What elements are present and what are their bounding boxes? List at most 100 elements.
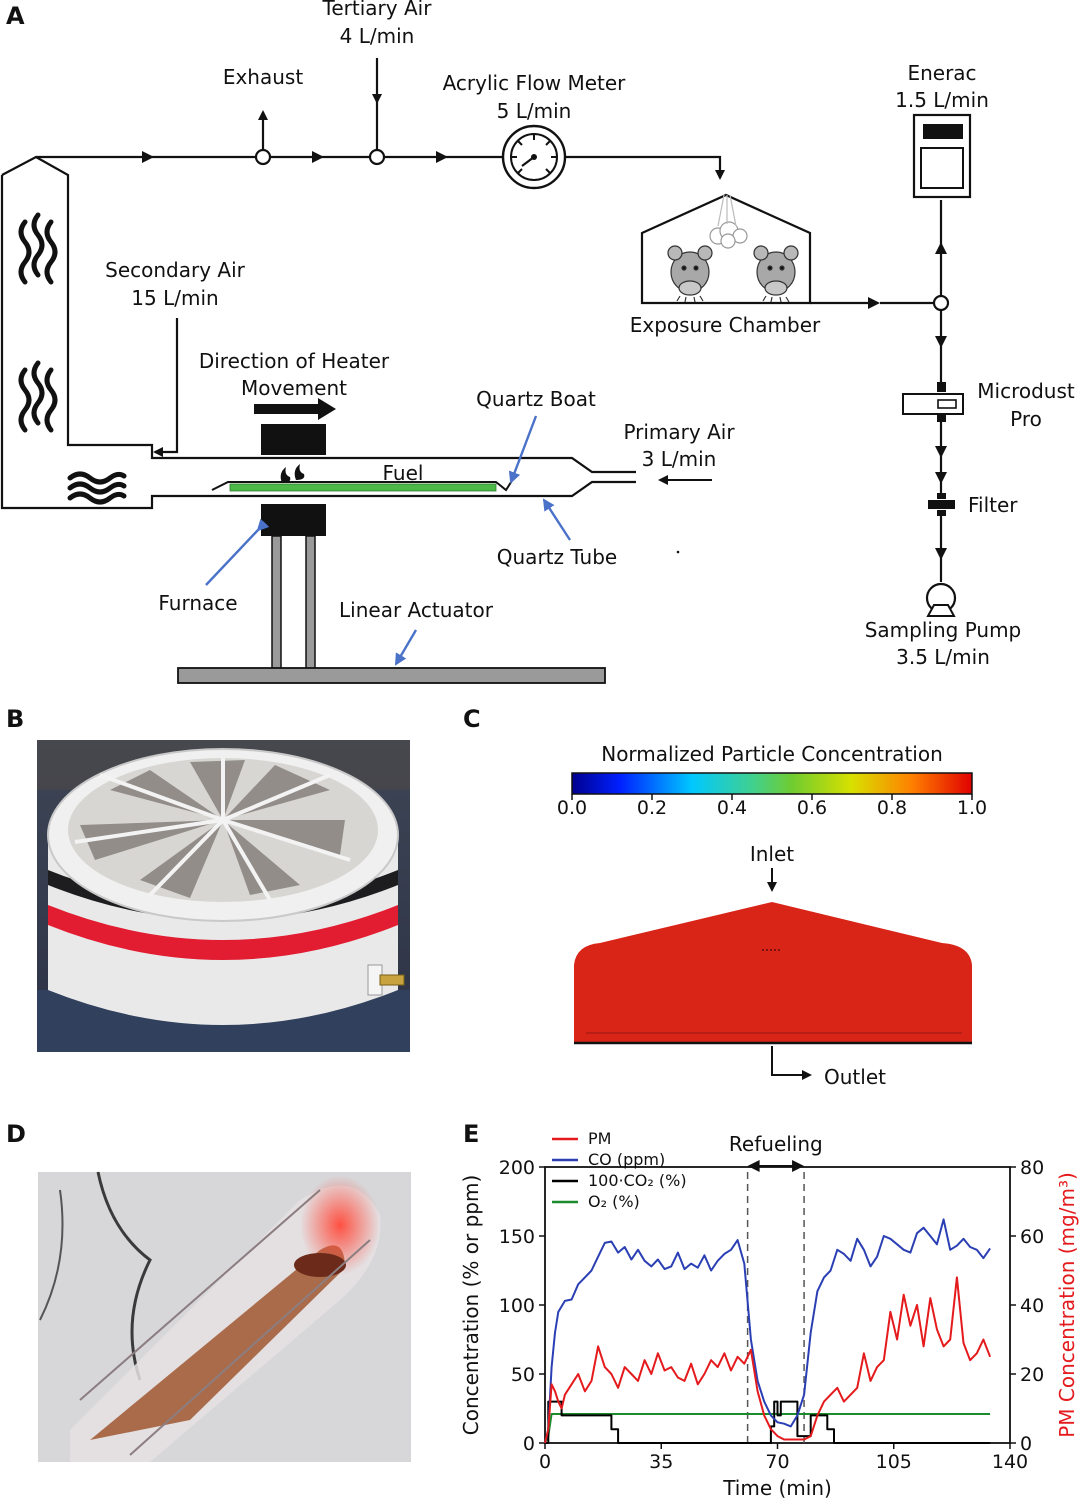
- x-tick-label: 70: [765, 1451, 789, 1473]
- enerac-label: Enerac: [907, 61, 976, 85]
- x-tick-label: 105: [876, 1451, 912, 1473]
- panel-label-d: D: [6, 1120, 26, 1148]
- sampling-pump-icon: [925, 582, 957, 617]
- quartz-boat-pointer: [508, 415, 538, 484]
- filter-icon: [928, 493, 955, 516]
- legend-label: O₂ (%): [588, 1192, 640, 1211]
- refuel-arrowhead-right: [792, 1160, 805, 1172]
- stray-dot: [676, 550, 680, 554]
- series-line-0: [544, 1276, 992, 1444]
- colorbar-tick-label: 0.6: [797, 797, 827, 819]
- sampling-pump-label: Sampling Pump: [865, 618, 1022, 642]
- colorbar-tick-label: 0.2: [637, 797, 667, 819]
- mouse-icon: [667, 245, 713, 303]
- y2-axis-label: PM Concentration (mg/m³): [1055, 1172, 1079, 1438]
- filter-label: Filter: [968, 493, 1018, 517]
- exposure-chamber-photo: [37, 740, 410, 1052]
- tertiary-air-junction: [368, 58, 386, 166]
- actuator-pointer: [394, 629, 418, 666]
- tertiary-air-rate: 4 L/min: [340, 24, 415, 48]
- quartz-tube-label: Quartz Tube: [497, 545, 617, 569]
- exhaust-label: Exhaust: [223, 65, 304, 89]
- panel-label-c: C: [463, 705, 481, 733]
- exposure-chamber-label: Exposure Chamber: [630, 313, 821, 337]
- legend-label: CO (ppm): [588, 1150, 665, 1169]
- y-axis-label: Concentration (% or ppm): [459, 1175, 483, 1436]
- tertiary-air-label: Tertiary Air: [322, 0, 433, 20]
- microdust-label-2: Pro: [1010, 407, 1042, 431]
- quartz-boat: [211, 475, 516, 492]
- heater-direction-label: Direction of Heater: [199, 349, 390, 373]
- fuel-label: Fuel: [383, 461, 424, 485]
- colorbar-ticks: 0.0 0.2 0.4 0.6 0.8 1.0: [557, 794, 987, 819]
- furnace-label: Furnace: [158, 591, 237, 615]
- sampling-junction: [932, 294, 950, 312]
- colorbar-tick-label: 0.0: [557, 797, 587, 819]
- heater-direction-label-2: Movement: [241, 376, 347, 400]
- furnace-top-block: [261, 424, 326, 455]
- mouse-icon: [753, 245, 799, 303]
- y2-tick-label: 20: [1020, 1364, 1044, 1386]
- colorbar-tick-label: 1.0: [957, 797, 987, 819]
- secondary-air-rate: 15 L/min: [131, 286, 218, 310]
- refuel-arrowhead-left: [747, 1160, 760, 1172]
- heater-direction-arrow: [254, 398, 336, 420]
- legend-label: PM: [588, 1129, 611, 1148]
- sampling-pump-rate: 3.5 L/min: [896, 645, 990, 669]
- flow-meter-rate: 5 L/min: [497, 99, 572, 123]
- y2-tick-label: 60: [1020, 1226, 1044, 1248]
- quartz-boat-label: Quartz Boat: [476, 387, 596, 411]
- x-axis-label: Time (min): [722, 1476, 832, 1500]
- linear-actuator-label: Linear Actuator: [339, 598, 494, 622]
- flame-icon: [280, 464, 305, 483]
- flow-arrows: [142, 151, 880, 309]
- y2-tick-label: 40: [1020, 1295, 1044, 1317]
- sampling-arrows: [935, 242, 947, 560]
- x-tick-label: 140: [992, 1451, 1028, 1473]
- primary-air-rate: 3 L/min: [642, 447, 717, 471]
- colorbar-tick-label: 0.4: [717, 797, 747, 819]
- series-line-1: [544, 1218, 991, 1444]
- aerosol-cloud-icon: [709, 221, 748, 249]
- legend-label: 100·CO₂ (%): [588, 1171, 687, 1190]
- linear-actuator: [177, 535, 606, 684]
- panel-label-a: A: [6, 2, 25, 30]
- y-tick-label: 100: [499, 1295, 535, 1317]
- enerac-rate: 1.5 L/min: [895, 88, 989, 112]
- outlet-label: Outlet: [824, 1065, 886, 1089]
- exposure-chamber: [640, 193, 935, 305]
- fuel-tube-photo: [38, 1171, 411, 1462]
- y2-tick-label: 0: [1020, 1433, 1032, 1455]
- flow-meter-gauge-icon: [501, 124, 567, 190]
- colorbar-tick-label: 0.8: [877, 797, 907, 819]
- microdust-pro-icon: [902, 382, 964, 422]
- secondary-air-line: [153, 318, 179, 457]
- y-tick-label: 200: [499, 1157, 535, 1179]
- schematic-a: [0, 155, 725, 510]
- panel-label-e: E: [463, 1120, 479, 1148]
- y2-tick-label: 80: [1020, 1157, 1044, 1179]
- y-tick-label: 150: [499, 1226, 535, 1248]
- outlet-arrow: [771, 1046, 812, 1080]
- enerac-analyzer-icon: [912, 113, 972, 199]
- primary-air-label: Primary Air: [623, 420, 735, 444]
- series-line-2: [545, 1400, 991, 1444]
- concentration-map: [574, 902, 972, 1043]
- panel-label-b: B: [6, 705, 24, 733]
- x-tick-label: 35: [649, 1451, 673, 1473]
- y-tick-label: 50: [511, 1364, 535, 1386]
- exhaust-junction: [254, 110, 272, 166]
- colorbar: [571, 772, 973, 795]
- x-tick-label: 0: [539, 1451, 551, 1473]
- flow-meter-label: Acrylic Flow Meter: [443, 71, 627, 95]
- microdust-label: Microdust: [977, 379, 1075, 403]
- colorbar-title: Normalized Particle Concentration: [601, 742, 943, 766]
- secondary-air-label: Secondary Air: [105, 258, 246, 282]
- quartz-tube-pointer: [542, 498, 572, 541]
- inlet-label: Inlet: [750, 842, 794, 866]
- fuel-bar: [229, 483, 497, 492]
- y-tick-label: 0: [523, 1433, 535, 1455]
- refueling-label: Refueling: [729, 1132, 823, 1156]
